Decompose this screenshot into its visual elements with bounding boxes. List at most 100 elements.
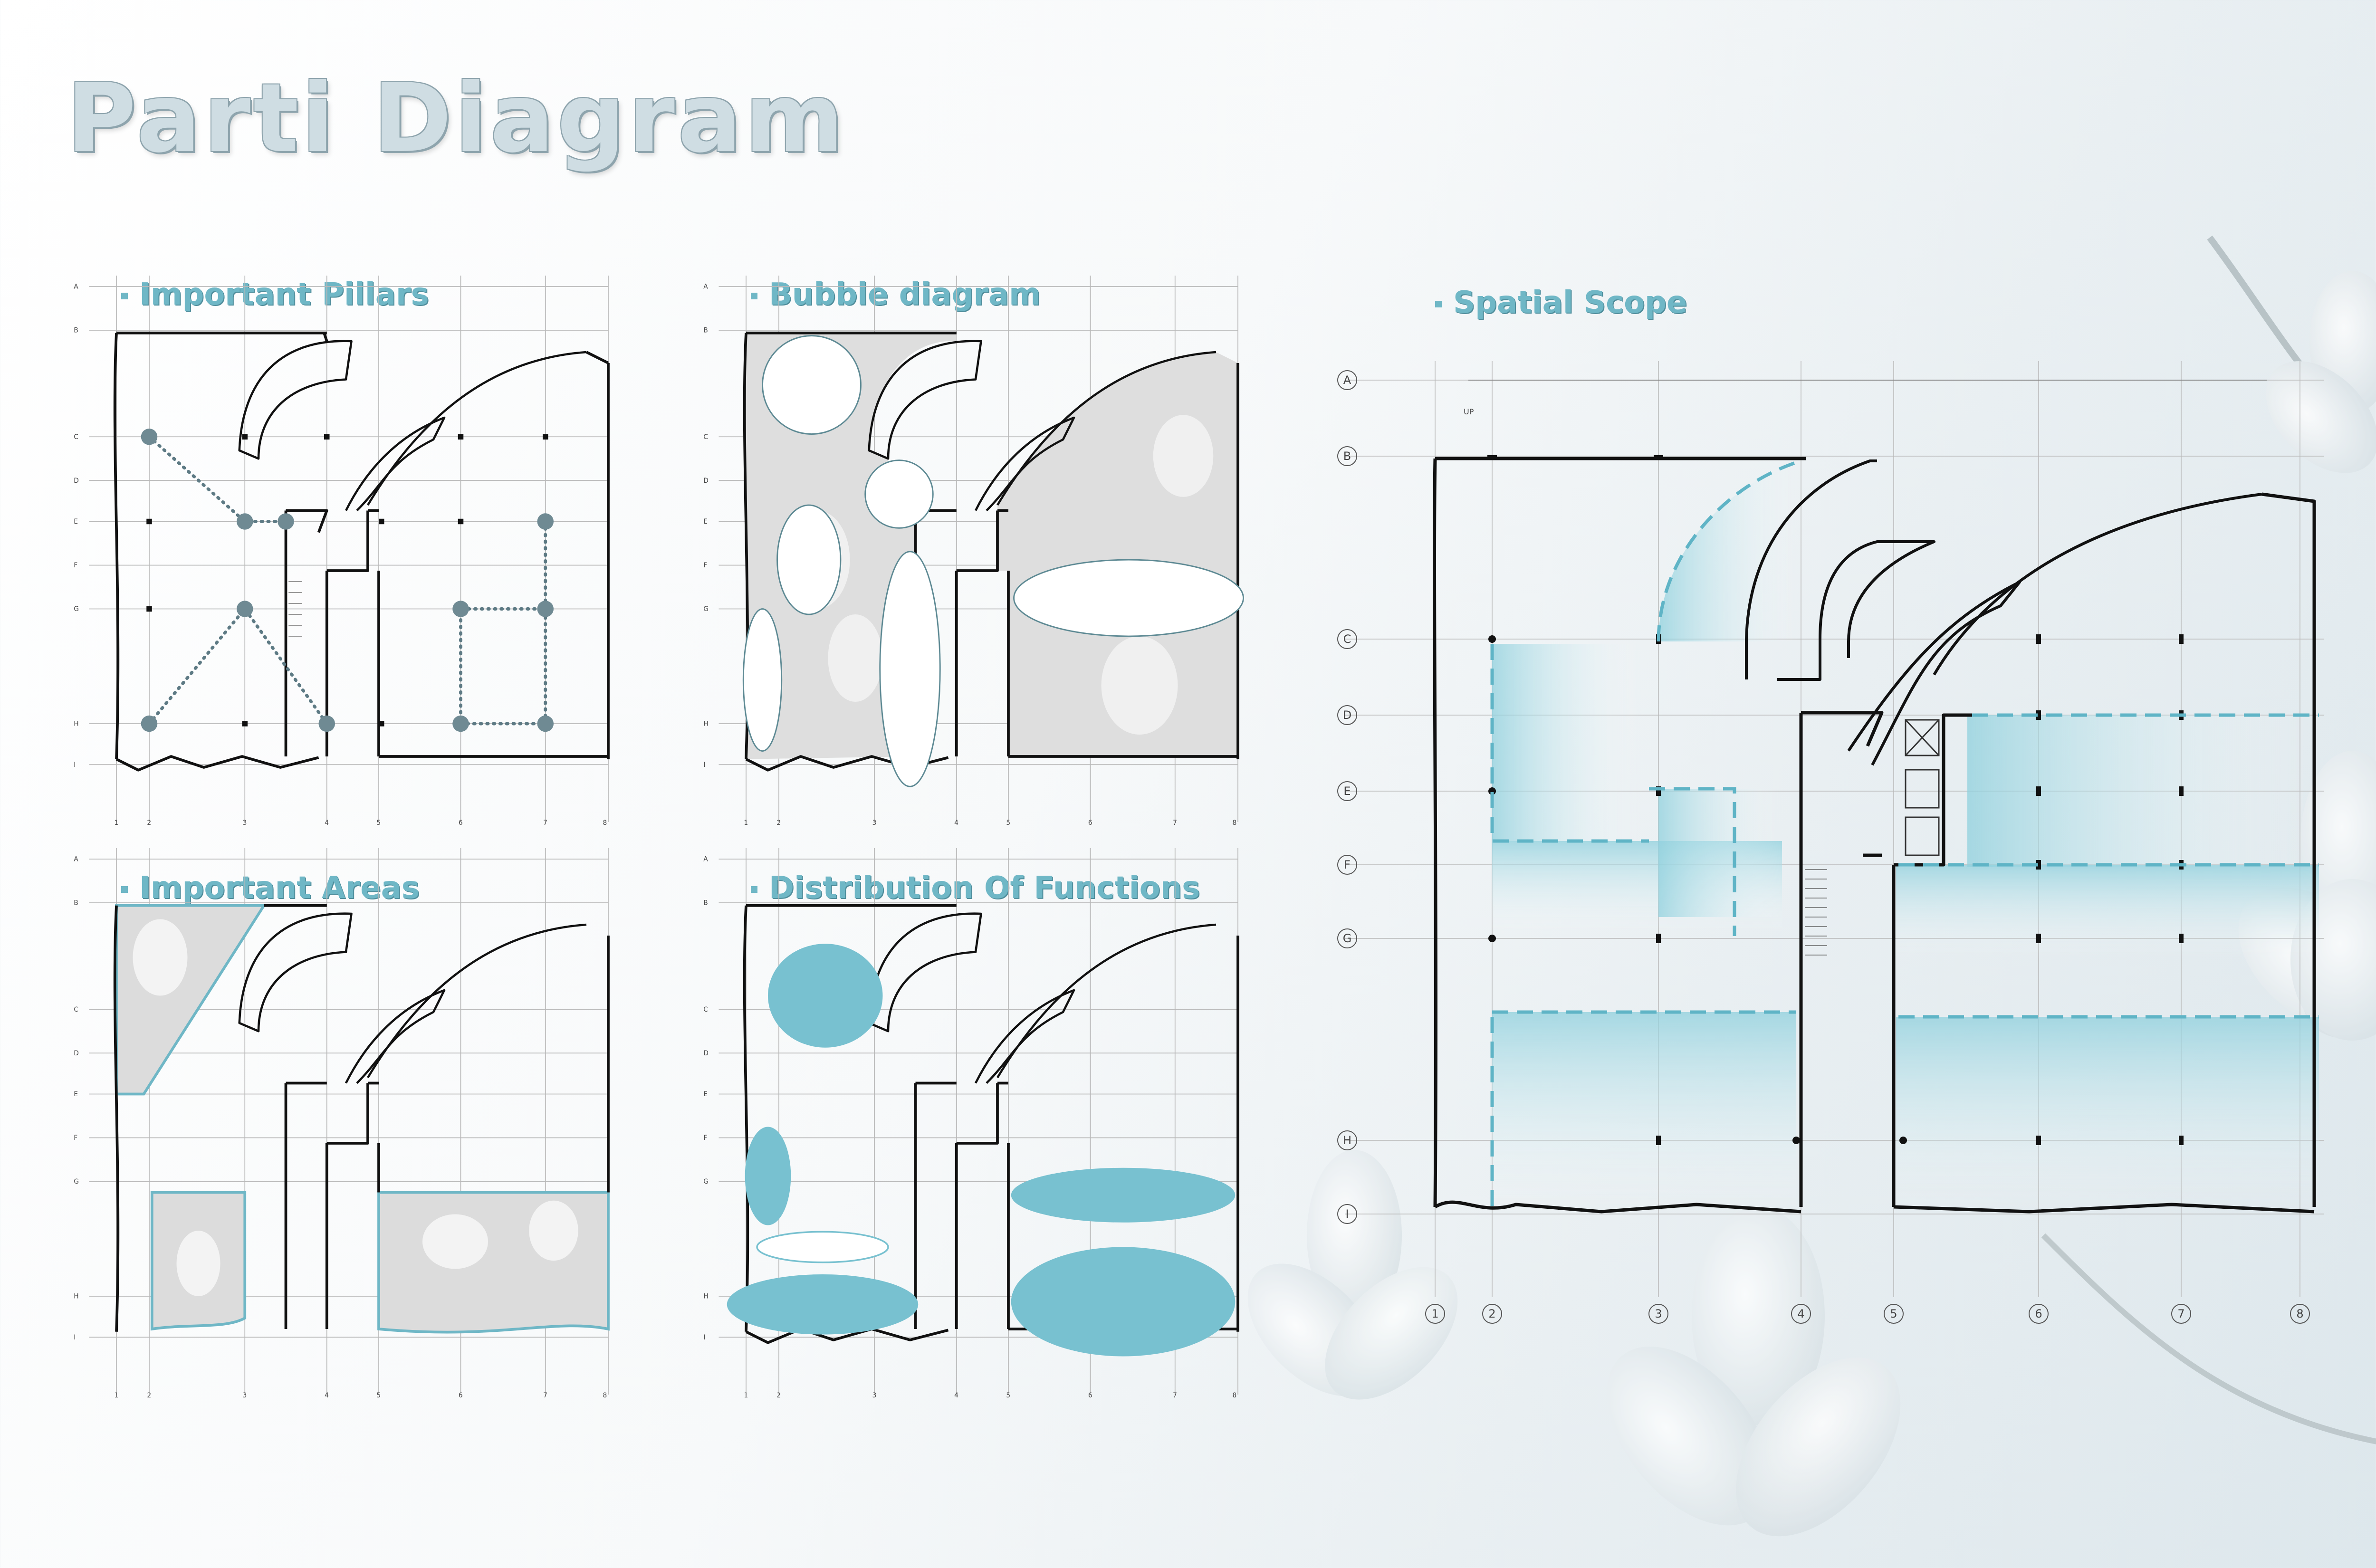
column-label: 5 xyxy=(1890,1307,1897,1320)
row-label: H xyxy=(74,720,78,728)
row-label: G xyxy=(703,605,709,613)
row-label: D xyxy=(703,1050,709,1057)
column-label: 7 xyxy=(543,819,547,827)
floor-plan-walls xyxy=(113,331,610,772)
row-label: A xyxy=(703,856,708,863)
column-marker-icon xyxy=(1487,455,2184,1145)
column-label: 5 xyxy=(1006,1392,1010,1399)
column-label: 7 xyxy=(2177,1307,2184,1320)
stair-note: UP xyxy=(1464,407,1474,416)
column-label: 2 xyxy=(776,1392,781,1399)
column-label: 7 xyxy=(1173,819,1177,827)
row-label: A xyxy=(74,283,78,291)
column-label: 4 xyxy=(325,819,329,827)
row-label: D xyxy=(74,1050,79,1057)
row-label: F xyxy=(74,1134,77,1142)
pillar-markers xyxy=(141,429,554,732)
row-label: G xyxy=(703,1178,709,1186)
bullet-square-icon xyxy=(751,293,757,300)
row-label: B xyxy=(703,899,708,907)
row-label: C xyxy=(703,433,708,441)
row-label: I xyxy=(1345,1207,1349,1221)
row-label: A xyxy=(703,283,708,291)
column-label: 4 xyxy=(954,819,958,827)
row-label: A xyxy=(1343,373,1351,387)
panel-label-spatial: Spatial Scope xyxy=(1435,287,1687,318)
row-label: I xyxy=(74,761,76,769)
function-zone-outline xyxy=(756,1231,889,1263)
column-label: 2 xyxy=(1488,1307,1495,1320)
column-label: 8 xyxy=(2296,1307,2303,1320)
column-label: 6 xyxy=(459,819,463,827)
stair-hatch xyxy=(1805,869,1827,956)
column-label: 7 xyxy=(1173,1392,1177,1399)
column-label: 3 xyxy=(243,1392,247,1399)
page-title: Parti Diagram xyxy=(67,63,847,174)
column-label: 5 xyxy=(1006,819,1010,827)
row-label: H xyxy=(703,1293,708,1300)
row-label: E xyxy=(703,1090,708,1098)
column-label: 6 xyxy=(459,1392,463,1399)
row-label: I xyxy=(703,1334,705,1341)
row-label: F xyxy=(703,1134,707,1142)
scope-boundary-lines xyxy=(1490,459,2319,1207)
column-label: 1 xyxy=(114,819,118,827)
column-label: 3 xyxy=(243,819,247,827)
row-label: D xyxy=(1343,708,1351,722)
row-label: E xyxy=(703,518,708,526)
row-label: E xyxy=(74,1090,78,1098)
areas-plan: A B C D E F G H I 1 2 3 4 5 6 7 8 xyxy=(74,848,610,1399)
column-label: 5 xyxy=(376,819,381,827)
column-label: 1 xyxy=(744,1392,748,1399)
row-label: F xyxy=(74,562,77,569)
row-label: B xyxy=(74,899,78,907)
function-zones xyxy=(727,944,1236,1357)
row-label: H xyxy=(74,1293,78,1300)
column-label: 5 xyxy=(376,1392,381,1399)
row-label: E xyxy=(74,518,78,526)
row-label: B xyxy=(1343,449,1351,463)
floor-plan-walls xyxy=(1433,457,2316,1214)
column-label: 3 xyxy=(1655,1307,1662,1320)
bullet-square-icon xyxy=(121,293,128,300)
row-label: C xyxy=(1343,632,1351,646)
row-label: F xyxy=(1344,858,1351,871)
column-label: 2 xyxy=(147,1392,151,1399)
bubble-plan: A B C D E F G H I 1 2 3 4 5 6 7 8 xyxy=(703,276,1244,827)
row-label: B xyxy=(703,327,708,335)
column-label: 6 xyxy=(1088,819,1092,827)
panel-label-bubble: Bubble diagram xyxy=(751,279,1041,310)
row-label: G xyxy=(1343,932,1352,945)
row-label: F xyxy=(703,562,707,569)
column-label: 4 xyxy=(325,1392,329,1399)
row-label: E xyxy=(1343,784,1351,798)
column-label: 4 xyxy=(1797,1307,1804,1320)
column-label: 1 xyxy=(744,819,748,827)
spatial-scope-zones xyxy=(1492,461,2319,1216)
column-label: 1 xyxy=(114,1392,118,1399)
row-label: D xyxy=(74,477,79,485)
column-label: 7 xyxy=(543,1392,547,1399)
column-label: 3 xyxy=(872,819,877,827)
stair-hatch xyxy=(288,581,302,637)
column-label: 8 xyxy=(1233,819,1237,827)
pillars-plan: A B C D E F G H I 1 2 3 4 5 6 7 8 xyxy=(74,276,610,827)
panel-label-pillars: Important Pillars xyxy=(121,279,429,310)
column-label: 6 xyxy=(1088,1392,1092,1399)
row-label: B xyxy=(74,327,78,335)
column-label: 4 xyxy=(954,1392,958,1399)
column-label: 3 xyxy=(872,1392,877,1399)
bullet-square-icon xyxy=(751,886,757,893)
spatial-scope-plan: A B C D E F G H I 1 2 3 4 5 6 7 8 UP xyxy=(1337,361,2324,1324)
row-label: I xyxy=(703,761,705,769)
elevator-core xyxy=(1905,719,1940,856)
flower-pattern-decoration xyxy=(133,919,578,1296)
bullet-square-icon xyxy=(121,886,128,893)
column-label: 8 xyxy=(603,819,607,827)
column-label: 8 xyxy=(1233,1392,1237,1399)
row-label: A xyxy=(74,856,78,863)
row-label: C xyxy=(703,1006,708,1013)
column-label: 6 xyxy=(2035,1307,2042,1320)
column-marker-icon xyxy=(146,434,548,727)
